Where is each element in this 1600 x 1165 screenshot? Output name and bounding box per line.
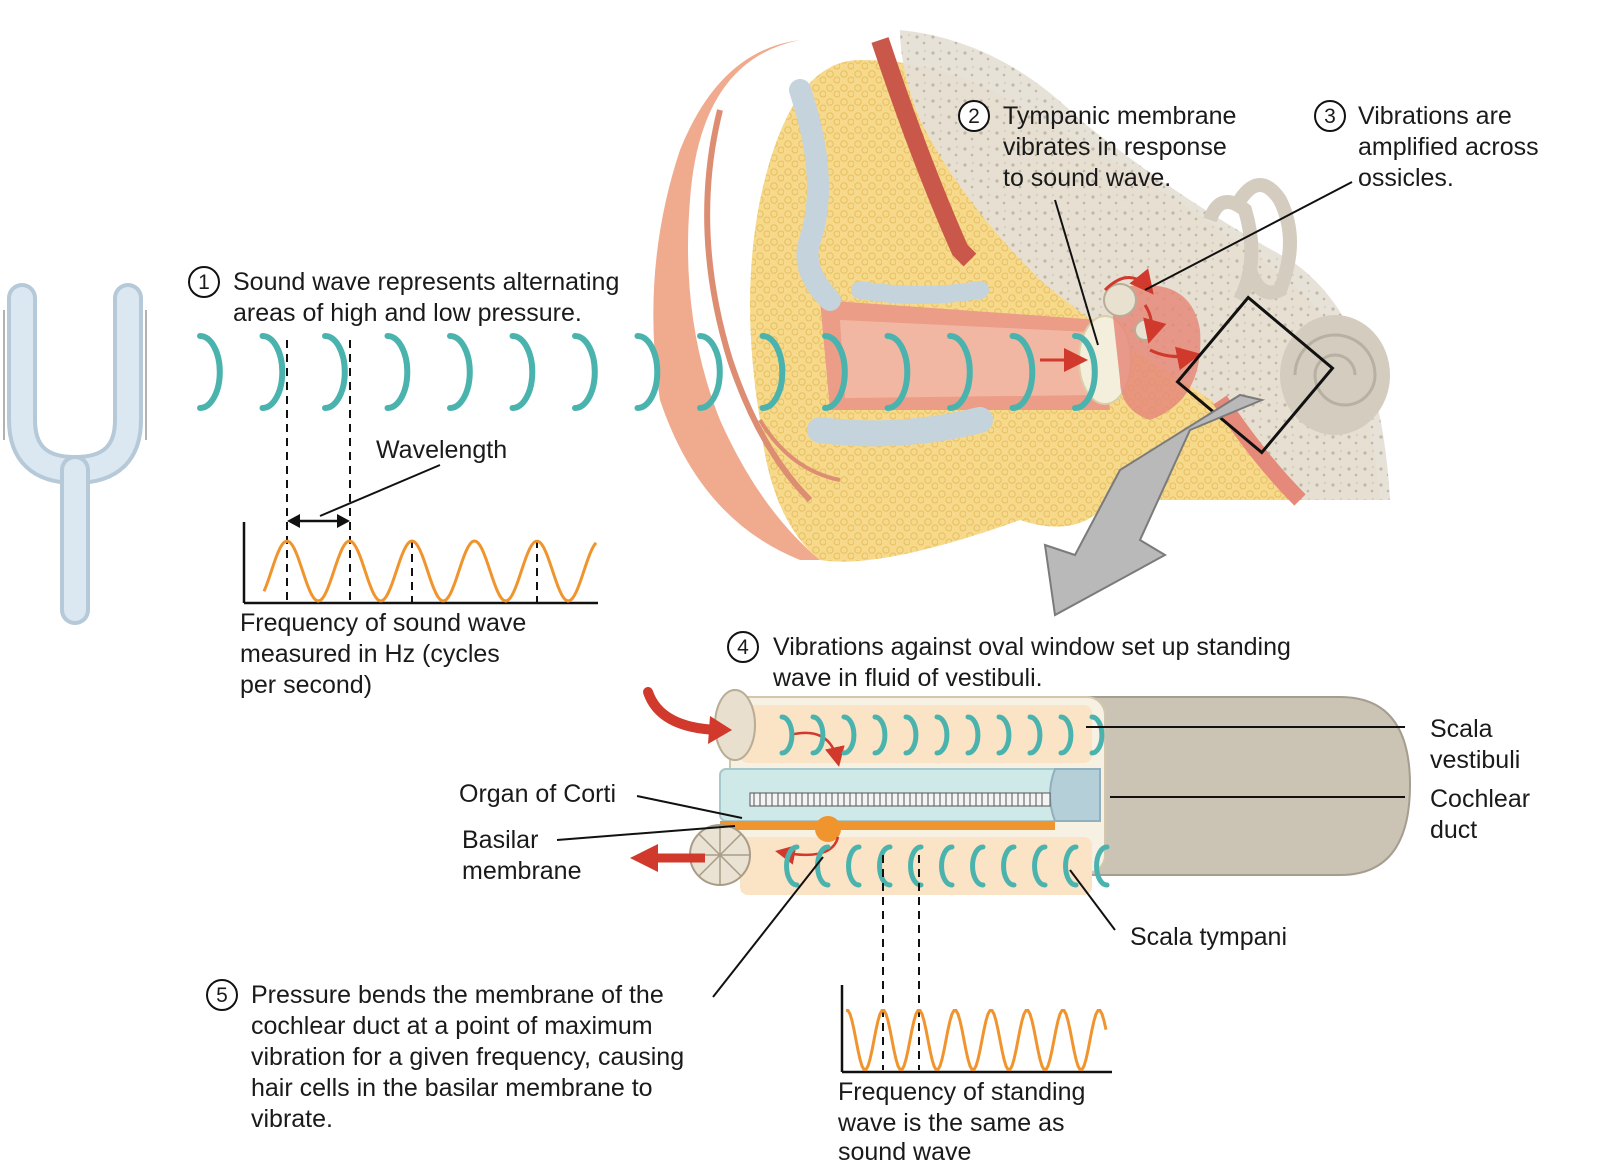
step-2-number: 2 xyxy=(968,105,980,128)
wave-arc xyxy=(970,844,986,888)
step-5-line-4: hair cells in the basilar membrane to xyxy=(251,1074,653,1102)
sound-wave-arcs xyxy=(197,333,1098,411)
wave-arc xyxy=(1027,714,1043,756)
wave-arc xyxy=(1058,714,1074,756)
wave-arc xyxy=(908,844,924,888)
wave-arc xyxy=(779,714,795,756)
scala-vestibuli-label-1: Scala xyxy=(1430,715,1493,743)
zoom-arrow xyxy=(1043,393,1266,617)
standing-wave-graph xyxy=(840,985,1112,1074)
step-1-line-1: Sound wave represents alternating xyxy=(233,268,619,296)
step-2-line-2: vibrates in response xyxy=(1003,133,1227,161)
wave-arc xyxy=(947,333,973,411)
standing-frequency-line-3: sound wave xyxy=(838,1138,971,1165)
ear-anatomy xyxy=(653,30,1390,562)
step-5-line-2: cochlear duct at a point of maximum xyxy=(251,1012,653,1040)
step-1-callout: 1 Sound wave represents alternating area… xyxy=(188,266,619,327)
standing-frequency-caption: Frequency of standing wave is the same a… xyxy=(837,1078,1085,1165)
eardrum-arrows xyxy=(1040,268,1201,372)
wave-arc xyxy=(939,844,955,888)
step-3-number: 3 xyxy=(1324,105,1336,128)
step-4-callout: 4 Vibrations against oval window set up … xyxy=(727,631,1291,692)
cochlea-section xyxy=(689,689,1412,895)
tympani-wave-arcs xyxy=(784,844,1110,888)
wave-arc xyxy=(884,333,911,411)
wave-arc xyxy=(384,333,411,411)
wave-arc xyxy=(697,333,723,411)
wave-arc xyxy=(1001,844,1017,888)
standing-frequency-line-1: Frequency of standing xyxy=(838,1078,1085,1106)
sound-frequency-caption: Frequency of sound wave measured in Hz (… xyxy=(240,609,526,699)
step-1-number: 1 xyxy=(198,271,210,294)
sound-frequency-line-2: measured in Hz (cycles xyxy=(240,640,500,668)
wave-arc xyxy=(322,333,348,411)
standing-frequency-line-2: wave is the same as xyxy=(837,1109,1065,1137)
scala-vestibuli-label-2: vestibuli xyxy=(1430,746,1520,774)
step-5-number: 5 xyxy=(216,984,228,1007)
step-5-line-3: vibration for a given frequency, causing xyxy=(251,1043,684,1071)
wave-arc xyxy=(996,714,1012,756)
sound-sine-curve xyxy=(262,539,598,603)
wave-arc xyxy=(759,333,786,411)
wave-arc xyxy=(934,714,950,756)
wave-arc xyxy=(1094,844,1110,888)
organ-of-corti-label: Organ of Corti xyxy=(459,780,616,808)
step-5-line-1: Pressure bends the membrane of the xyxy=(251,981,664,1009)
wave-arc xyxy=(872,714,888,756)
vestibuli-wave-arcs xyxy=(779,714,1105,756)
wavelength-guides xyxy=(286,340,920,1070)
wavelength-label: Wavelength xyxy=(376,436,507,464)
wave-arc xyxy=(197,333,223,411)
step-5-callout: 5 Pressure bends the membrane of the coc… xyxy=(206,979,684,1133)
step-5-line-5: vibrate. xyxy=(251,1105,333,1133)
wave-arc xyxy=(1009,333,1036,411)
step-4-number: 4 xyxy=(737,636,749,659)
wave-arc xyxy=(810,714,826,756)
step-4-line-2: wave in fluid of vestibuli. xyxy=(772,664,1043,692)
wave-arc xyxy=(846,844,862,888)
step-4-line-1: Vibrations against oval window set up st… xyxy=(773,633,1291,661)
basilar-membrane-label-2: membrane xyxy=(462,857,582,885)
step-2-callout: 2 Tympanic membrane vibrates in response… xyxy=(958,100,1236,192)
sound-frequency-line-1: Frequency of sound wave xyxy=(240,609,526,637)
standing-sine-curve xyxy=(846,1009,1108,1071)
cochlear-duct-label-2: duct xyxy=(1430,816,1477,844)
wave-arc xyxy=(841,714,857,756)
tuning-fork xyxy=(3,283,147,625)
wave-arc xyxy=(1032,844,1048,888)
wave-arc xyxy=(877,844,893,888)
wave-arc xyxy=(1072,333,1098,411)
basilar-membrane-label-1: Basilar xyxy=(462,826,538,854)
wavelength-arrow xyxy=(287,514,350,528)
hair-cells xyxy=(753,793,1043,806)
wave-arc xyxy=(784,844,800,888)
step-1-line-2: areas of high and low pressure. xyxy=(233,299,582,327)
wave-arc xyxy=(965,714,981,756)
wave-arc xyxy=(903,714,919,756)
step-2-line-3: to sound wave. xyxy=(1003,164,1171,192)
wave-arc xyxy=(1063,844,1079,888)
wave-arc xyxy=(815,844,831,888)
wave-arc xyxy=(1089,714,1105,756)
wave-arc xyxy=(259,333,286,411)
scala-tympani-label: Scala tympani xyxy=(1130,923,1287,951)
step-3-line-3: ossicles. xyxy=(1358,164,1454,192)
step-3-callout: 3 Vibrations are amplified across ossicl… xyxy=(1314,100,1539,192)
sound-frequency-line-3: per second) xyxy=(240,671,372,699)
cochlear-duct-label-1: Cochlear xyxy=(1430,785,1530,813)
step-2-line-1: Tympanic membrane xyxy=(1003,102,1236,130)
leader-lines xyxy=(319,181,1405,998)
step-3-line-2: amplified across xyxy=(1358,133,1539,161)
wave-arc xyxy=(634,333,661,411)
wave-arc xyxy=(572,333,598,411)
wave-arc xyxy=(822,333,848,411)
wave-arc xyxy=(509,333,536,411)
wave-arc xyxy=(447,333,473,411)
step-3-line-1: Vibrations are xyxy=(1358,102,1512,130)
sound-wave-graph xyxy=(242,522,598,605)
